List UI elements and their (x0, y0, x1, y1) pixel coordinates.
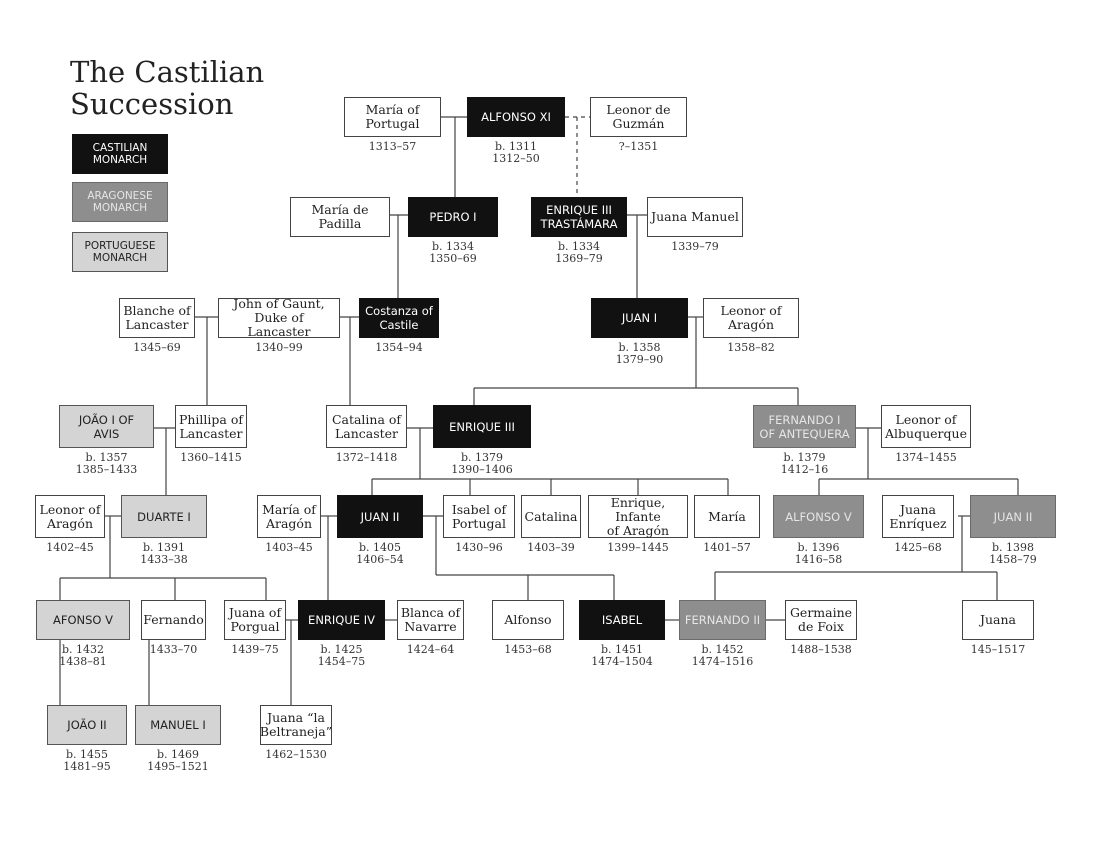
person-dates-leonor-albuquerque: 1374–1455 (895, 451, 957, 464)
person-box-costanza: Costanza of Castile (359, 298, 439, 338)
person-dates-maria-aragon: 1403–45 (265, 541, 313, 554)
person-box-catalina-lancaster: Catalina of Lancaster (326, 405, 407, 448)
person-box-manuel-i: MANUEL I (135, 705, 221, 745)
person-box-maria-aragon: María of Aragón (257, 495, 321, 538)
person-box-maria-portugal: María of Portugal (344, 97, 441, 137)
person-dates-costanza: 1354–94 (375, 341, 423, 354)
person-dates-leonor-aragon-2: 1402–45 (46, 541, 94, 554)
person-box-afonso-v: AFONSO V (36, 600, 130, 640)
person-dates-juan-ii-castile: b. 1405 1406–54 (356, 541, 404, 566)
person-dates-juana: 145–1517 (970, 643, 1026, 656)
person-box-juana-portugal: Juana of Porgual (224, 600, 286, 640)
person-dates-alfonso-xi: b. 1311 1312–50 (492, 140, 540, 165)
person-box-enrique-iii: ENRIQUE III (433, 405, 531, 448)
legend-castilian-monarch: CASTILIAN MONARCH (72, 134, 168, 174)
person-dates-catalina-lancaster: 1372–1418 (335, 451, 398, 464)
person-dates-catalina: 1403–39 (527, 541, 575, 554)
descent-line (59, 516, 267, 600)
person-dates-enrique-infante: 1399–1445 (607, 541, 669, 554)
descent-line (818, 428, 1019, 495)
person-box-fernando-ii: FERNANDO II (679, 600, 766, 640)
person-box-leonor-aragon-1: Leonor of Aragón (703, 298, 799, 338)
person-box-enrique-iv: ENRIQUE IV (298, 600, 385, 640)
person-dates-juana-enriquez: 1425–68 (894, 541, 942, 554)
person-box-alfonso-v-aragon: ALFONSO V (773, 495, 864, 538)
person-dates-joao-i: b. 1357 1385–1433 (75, 451, 138, 476)
person-dates-fernando-i: b. 1379 1412–16 (780, 451, 829, 476)
person-box-fernando-i: FERNANDO I OF ANTEQUERA (753, 405, 856, 448)
person-dates-isabel: b. 1451 1474–1504 (591, 643, 653, 668)
person-box-juana-manuel: Juana Manuel (647, 197, 743, 237)
person-box-alfonso: Alfonso (492, 600, 564, 640)
person-box-joao-i: JOÃO I OF AVIS (59, 405, 154, 448)
person-box-fernando: Fernando (141, 600, 206, 640)
person-box-juana-beltraneja: Juana “la Beltraneja” (260, 705, 332, 745)
legend-aragonese-monarch: ARAGONESE MONARCH (72, 182, 168, 222)
person-dates-john-gaunt: 1340–99 (255, 341, 303, 354)
person-dates-phillipa: 1360–1415 (180, 451, 242, 464)
person-box-isabel-portugal: Isabel of Portugal (443, 495, 515, 538)
person-dates-fernando: 1433–70 (149, 643, 198, 656)
person-box-leonor-albuquerque: Leonor of Albuquerque (881, 405, 971, 448)
page-title: The Castilian Succession (70, 55, 265, 121)
descent-line (473, 317, 799, 405)
person-box-blanca-navarre: Blanca of Navarre (397, 600, 464, 640)
person-dates-enrique-iii: b. 1379 1390–1406 (451, 451, 513, 476)
person-dates-alfonso: 1453–68 (504, 643, 552, 656)
person-dates-isabel-portugal: 1430–96 (455, 541, 503, 554)
descent-line (714, 516, 998, 600)
legend-portuguese-monarch: PORTUGUESE MONARCH (72, 232, 168, 272)
person-dates-fernando-ii: b. 1452 1474–1516 (691, 643, 754, 668)
person-dates-juana-manuel: 1339–79 (671, 240, 719, 253)
person-box-leonor-aragon-2: Leonor of Aragón (35, 495, 105, 538)
person-dates-pedro-i: b. 1334 1350–69 (429, 240, 477, 265)
person-box-enrique-ii: ENRIQUE III TRASTÁMARA (531, 197, 627, 237)
descent-line (371, 428, 729, 495)
person-dates-maria: 1401–57 (703, 541, 751, 554)
person-box-alfonso-xi: ALFONSO XI (467, 97, 565, 137)
person-dates-enrique-iv: b. 1425 1454–75 (317, 643, 366, 668)
person-dates-afonso-v: b. 1432 1438–81 (59, 643, 107, 668)
person-dates-juana-portugal: 1439–75 (231, 643, 279, 656)
person-box-maria: María (694, 495, 760, 538)
person-box-blanche-lancaster: Blanche of Lancaster (119, 298, 195, 338)
person-dates-manuel-i: b. 1469 1495–1521 (147, 748, 209, 773)
person-dates-enrique-ii: b. 1334 1369–79 (555, 240, 603, 265)
person-box-juan-ii-aragon: JUAN II (970, 495, 1056, 538)
person-box-maria-padilla: María de Padilla (290, 197, 390, 237)
descent-line (435, 516, 615, 600)
person-dates-juan-i: b. 1358 1379–90 (615, 341, 664, 366)
person-dates-leonor-aragon-1: 1358–82 (727, 341, 775, 354)
person-dates-blanca-navarre: 1424–64 (406, 643, 455, 656)
person-box-catalina: Catalina (521, 495, 581, 538)
person-box-duarte-i: DUARTE I (121, 495, 207, 538)
person-box-germaine: Germaine de Foix (785, 600, 857, 640)
person-box-juana-enriquez: Juana Enríquez (882, 495, 954, 538)
person-dates-juana-beltraneja: 1462–1530 (265, 748, 327, 761)
person-box-juan-ii-castile: JUAN II (337, 495, 423, 538)
person-box-isabel: ISABEL (579, 600, 665, 640)
person-box-enrique-infante: Enrique, Infante of Aragón (588, 495, 688, 538)
person-dates-germaine: 1488–1538 (790, 643, 852, 656)
person-dates-leonor-guzman: ?–1351 (618, 140, 659, 153)
person-box-leonor-guzman: Leonor de Guzmán (590, 97, 687, 137)
person-dates-duarte-i: b. 1391 1433–38 (140, 541, 188, 566)
person-box-phillipa: Phillipa of Lancaster (175, 405, 247, 448)
person-box-joao-ii: JOÃO II (47, 705, 127, 745)
person-box-juana: Juana (962, 600, 1034, 640)
person-dates-joao-ii: b. 1455 1481–95 (63, 748, 111, 773)
person-dates-juan-ii-aragon: b. 1398 1458–79 (989, 541, 1037, 566)
person-dates-alfonso-v-aragon: b. 1396 1416–58 (794, 541, 843, 566)
person-box-john-gaunt: John of Gaunt, Duke of Lancaster (218, 297, 340, 339)
person-dates-blanche-lancaster: 1345–69 (133, 341, 181, 354)
person-box-pedro-i: PEDRO I (408, 197, 498, 237)
person-box-juan-i: JUAN I (591, 298, 688, 338)
person-dates-maria-portugal: 1313–57 (368, 140, 417, 153)
